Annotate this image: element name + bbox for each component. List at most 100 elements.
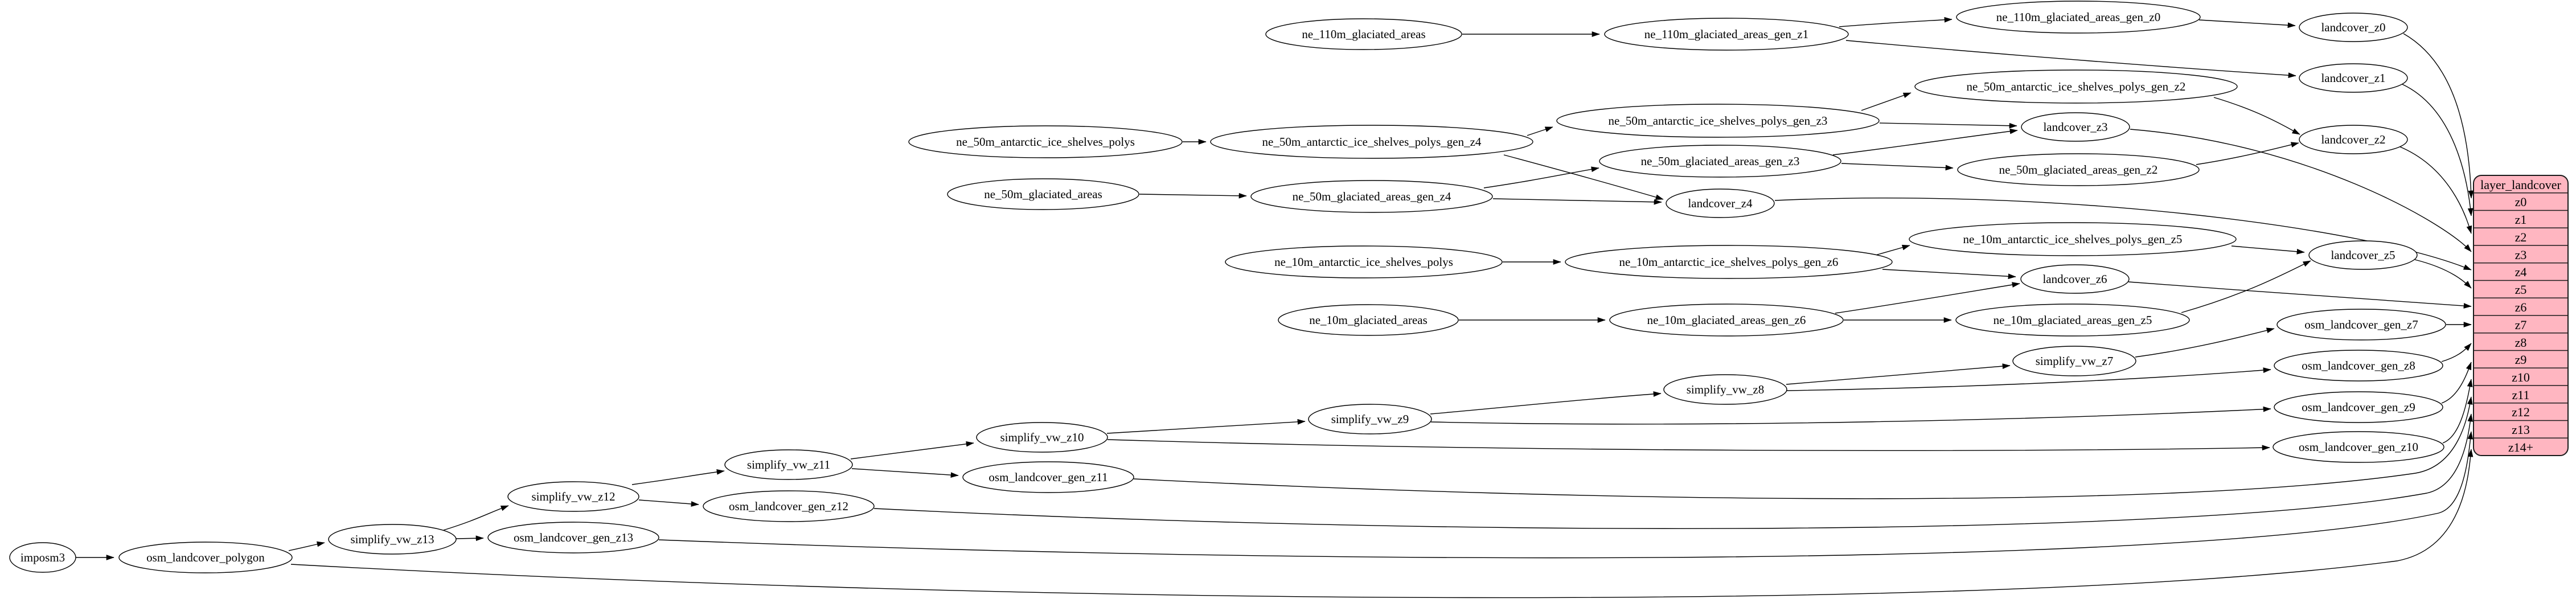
ellipse bbox=[9, 542, 76, 573]
ellipse bbox=[2299, 125, 2408, 154]
node-label: ne_110m_glaciated_areas_gen_z0 bbox=[1996, 10, 2160, 24]
node-label: simplify_vw_z7 bbox=[2036, 354, 2114, 368]
node-label: simplify_vw_z8 bbox=[1687, 383, 1765, 396]
table-row-z5: z5 bbox=[2515, 282, 2527, 297]
node-label: ne_50m_glaciated_areas bbox=[984, 187, 1102, 201]
table-row-z2: z2 bbox=[2515, 230, 2527, 244]
node-label: ne_50m_glaciated_areas_gen_z2 bbox=[1999, 163, 2158, 177]
ellipse bbox=[1609, 304, 1844, 337]
ellipse bbox=[1914, 69, 2238, 104]
edge-landcover-z3-to-row-z3 bbox=[2130, 129, 2472, 252]
edge-ne-10m-polys-gen-z6-to-gen-z5 bbox=[1875, 244, 1910, 256]
ellipse bbox=[507, 481, 639, 512]
ellipse bbox=[1250, 180, 1493, 213]
node-landcover-z5: landcover_z5 bbox=[2308, 240, 2418, 270]
edge-simplify-vw-z12-to-simplify-vw-z11 bbox=[631, 469, 725, 485]
node-label: ne_50m_antarctic_ice_shelves_polys bbox=[956, 135, 1135, 149]
ellipse bbox=[1909, 222, 2237, 256]
node-ne-110m-glaciated-areas-gen-z0: ne_110m_glaciated_areas_gen_z0 bbox=[1956, 1, 2201, 34]
node-ne-10m-glaciated-areas: ne_10m_glaciated_areas bbox=[1278, 304, 1459, 336]
edge-simplify-vw-z9-to-simplify-vw-z8 bbox=[1430, 391, 1662, 415]
table-row-z7: z7 bbox=[2515, 318, 2527, 332]
node-label: osm_landcover_gen_z8 bbox=[2302, 359, 2415, 372]
edge-ne-110m-gen-z0-to-landcover-z0 bbox=[2198, 19, 2296, 28]
table-row-z6: z6 bbox=[2515, 300, 2527, 314]
node-label: ne_50m_glaciated_areas_gen_z4 bbox=[1293, 190, 1451, 203]
table-row-z3: z3 bbox=[2515, 248, 2527, 262]
ellipse bbox=[1565, 245, 1893, 279]
node-osm-landcover-gen-z8: osm_landcover_gen_z8 bbox=[2274, 350, 2443, 382]
table-title: layer_landcover bbox=[2480, 178, 2561, 192]
edge-ne-50m-polys-gen-z3-to-landcover-z3 bbox=[1879, 122, 2017, 129]
node-landcover-z0: landcover_z0 bbox=[2299, 13, 2408, 42]
node-ne-50m-glaciated-areas-gen-z2: ne_50m_glaciated_areas_gen_z2 bbox=[1957, 153, 2200, 186]
node-landcover-z6: landcover_z6 bbox=[2020, 264, 2130, 294]
ellipse bbox=[1265, 18, 1462, 50]
node-label: osm_landcover_gen_z11 bbox=[988, 470, 1107, 484]
node-label: simplify_vw_z10 bbox=[1000, 430, 1084, 444]
edge-ne-10m-polys-gen-z6-to-landcover-z6 bbox=[1882, 269, 2016, 280]
node-landcover-z2: landcover_z2 bbox=[2299, 125, 2408, 154]
node-simplify-vw-z11: simplify_vw_z11 bbox=[724, 449, 853, 480]
edge-simplify-vw-z7-to-osm-landcover-gen-z7 bbox=[2135, 327, 2275, 358]
ellipse bbox=[908, 125, 1183, 158]
node-label: osm_landcover_polygon bbox=[146, 551, 265, 564]
node-label: landcover_z1 bbox=[2321, 71, 2385, 85]
node-label: ne_50m_glaciated_areas_gen_z3 bbox=[1641, 154, 1800, 168]
node-label: landcover_z2 bbox=[2321, 133, 2385, 146]
node-simplify-vw-z9: simplify_vw_z9 bbox=[1308, 404, 1432, 434]
node-osm-landcover-gen-z12: osm_landcover_gen_z12 bbox=[703, 490, 875, 522]
node-label: simplify_vw_z9 bbox=[1331, 412, 1409, 426]
edge-ne-50m-glaciated-gen-z4-to-landcover-z4 bbox=[1492, 198, 1662, 205]
node-ne-10m-glaciated-areas-gen-z6: ne_10m_glaciated_areas_gen_z6 bbox=[1609, 304, 1844, 337]
node-osm-landcover-gen-z10: osm_landcover_gen_z10 bbox=[2273, 431, 2444, 463]
node-label: ne_10m_antarctic_ice_shelves_polys_gen_z… bbox=[1619, 255, 1839, 269]
edge-landcover-z0-to-row-z0 bbox=[2403, 33, 2474, 199]
edge-simplify-vw-z9-to-osm-landcover-gen-z9 bbox=[1430, 406, 2271, 425]
edge-simplify-vw-z13-to-osm-landcover-gen-z13 bbox=[456, 535, 484, 542]
node-label: osm_landcover_gen_z7 bbox=[2304, 318, 2418, 331]
table-layer-landcover: layer_landcover z0 z1 z2 z3 z4 z5 z6 z7 … bbox=[2473, 175, 2569, 456]
node-label: landcover_z4 bbox=[1688, 196, 1753, 210]
edge-landcover-z2-to-row-z2 bbox=[2398, 146, 2472, 234]
edge-ne-110m-gen-z1-to-gen-z0 bbox=[1839, 17, 1952, 27]
node-landcover-z4: landcover_z4 bbox=[1666, 188, 1775, 218]
ellipse bbox=[1955, 304, 2190, 337]
ellipse bbox=[1957, 153, 2200, 186]
table-row-z9: z9 bbox=[2515, 352, 2527, 367]
ellipse bbox=[2299, 13, 2408, 42]
node-ne-110m-glaciated-areas-gen-z1: ne_110m_glaciated_areas_gen_z1 bbox=[1604, 18, 1849, 51]
ellipse bbox=[1225, 245, 1503, 278]
node-label: landcover_z5 bbox=[2331, 248, 2395, 262]
edge-landcover-z6-to-row-z6 bbox=[2128, 281, 2472, 309]
node-imposm3: imposm3 bbox=[9, 542, 76, 573]
edge-ne-10m-polys-gen-z5-to-landcover-z5 bbox=[2231, 245, 2305, 255]
ellipse bbox=[487, 522, 659, 553]
node-label: landcover_z6 bbox=[2042, 272, 2107, 286]
ellipse bbox=[1604, 18, 1849, 51]
node-simplify-vw-z8: simplify_vw_z8 bbox=[1663, 374, 1787, 405]
node-landcover-z3: landcover_z3 bbox=[2021, 112, 2130, 142]
edge-ne-50m-glaciated-gen-z3-to-landcover-z3 bbox=[1832, 128, 2018, 155]
edge-simplify-vw-z13-to-simplify-vw-z12 bbox=[443, 505, 509, 531]
node-osm-landcover-gen-z11: osm_landcover_gen_z11 bbox=[962, 461, 1134, 493]
node-label: ne_10m_antarctic_ice_shelves_polys_gen_z… bbox=[1963, 232, 2183, 246]
edge-osm-landcover-gen-z11-to-row-z11 bbox=[1133, 396, 2473, 499]
ellipse bbox=[962, 461, 1134, 493]
node-ne-50m-antarctic-ice-shelves-polys-gen-z2: ne_50m_antarctic_ice_shelves_polys_gen_z… bbox=[1914, 69, 2238, 104]
node-label: osm_landcover_gen_z12 bbox=[729, 499, 848, 513]
node-label: ne_110m_glaciated_areas bbox=[1302, 27, 1425, 41]
edge-osm-landcover-gen-z9-to-row-z9 bbox=[2441, 362, 2472, 404]
table-row-z1: z1 bbox=[2515, 212, 2527, 227]
node-osm-landcover-gen-z13: osm_landcover_gen_z13 bbox=[487, 522, 659, 553]
node-simplify-vw-z13: simplify_vw_z13 bbox=[328, 524, 457, 555]
ellipse bbox=[1666, 188, 1775, 218]
edge-ne-50m-polys-gen-z2-to-landcover-z2 bbox=[2213, 97, 2300, 135]
table-row-z4: z4 bbox=[2515, 265, 2527, 279]
node-ne-10m-antarctic-ice-shelves-polys: ne_10m_antarctic_ice_shelves_polys bbox=[1225, 245, 1503, 278]
ellipse bbox=[2274, 350, 2443, 382]
ellipse bbox=[1556, 104, 1880, 138]
node-label: landcover_z3 bbox=[2043, 120, 2107, 134]
node-landcover-z1: landcover_z1 bbox=[2299, 63, 2408, 93]
edge-simplify-vw-z12-to-osm-landcover-gen-z12 bbox=[638, 499, 699, 507]
